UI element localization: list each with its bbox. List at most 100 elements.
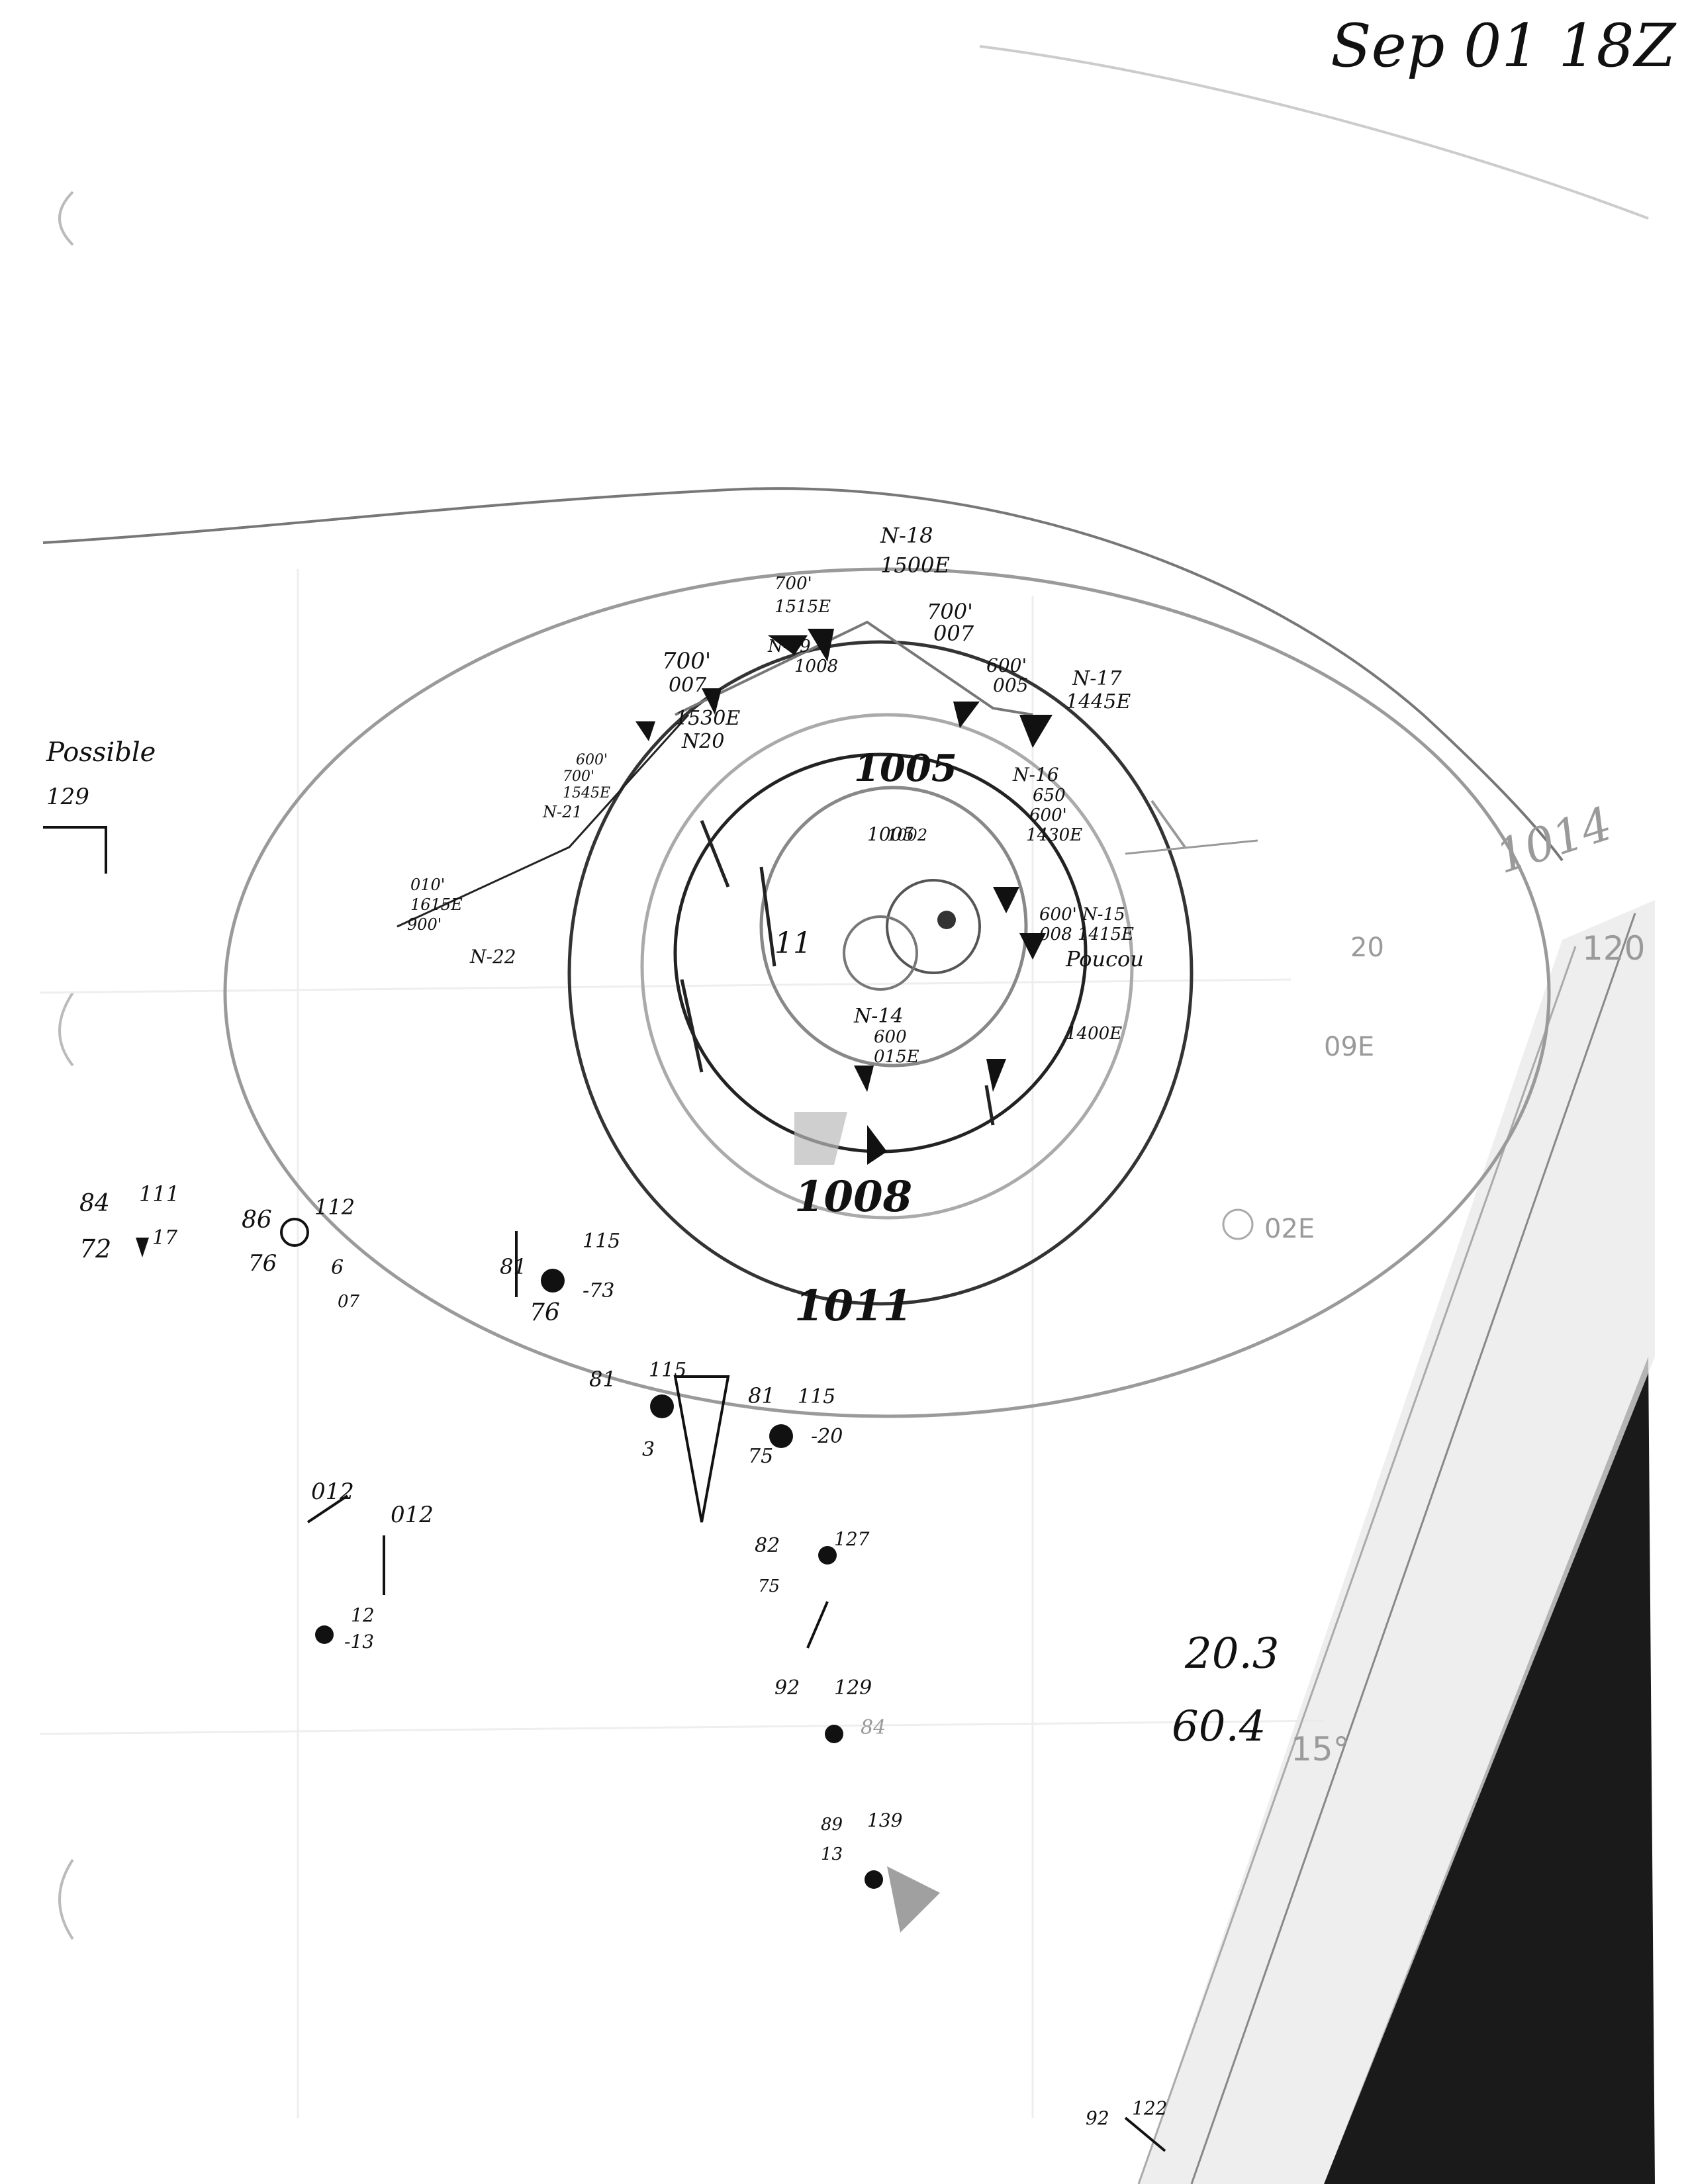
obs-c-line2: 005 bbox=[993, 674, 1028, 696]
obs-h-line4: 1430E bbox=[1026, 825, 1082, 845]
station-8-temp: 92 bbox=[774, 1676, 800, 1700]
station-2-wind: 6 bbox=[331, 1256, 344, 1279]
station-circle bbox=[769, 1424, 793, 1448]
position-lat: 20.3 bbox=[1184, 1629, 1280, 1678]
grid-line bbox=[39, 978, 1291, 994]
wind-flag bbox=[768, 635, 808, 655]
station-barb bbox=[1124, 2116, 1166, 2152]
rain-shading bbox=[794, 1112, 847, 1165]
station-wind-flag bbox=[136, 1238, 149, 1257]
obs-l-line1: Possible bbox=[46, 737, 156, 768]
obs-a-line3: N-19 bbox=[767, 637, 811, 657]
station-4-temp: 81 bbox=[589, 1367, 616, 1392]
grid-label-20: 20 bbox=[1350, 933, 1384, 963]
inner-label: 1002 bbox=[887, 826, 927, 844]
station-1-temp: 84 bbox=[79, 1190, 110, 1217]
wind-barb bbox=[700, 820, 730, 887]
wind-flag bbox=[867, 1125, 887, 1165]
hole-punch bbox=[58, 1858, 74, 1940]
station-circle bbox=[650, 1394, 674, 1418]
station-3-pressure: 115 bbox=[583, 1230, 620, 1253]
obs-top-line1: N-18 bbox=[880, 523, 933, 548]
station-wind-flag bbox=[673, 1375, 730, 1523]
obs-h-line3: 600' bbox=[1029, 805, 1067, 825]
shaded-triangle bbox=[887, 1866, 940, 1933]
wind-flag bbox=[993, 887, 1019, 913]
chart-edge-line bbox=[1190, 913, 1636, 2184]
isobar-1011-inner bbox=[640, 713, 1134, 1220]
wind-flag bbox=[635, 721, 655, 741]
wind-barb bbox=[680, 979, 704, 1073]
obs-i-line1: 600' N-15 bbox=[1039, 905, 1125, 925]
station-5-pressure: 115 bbox=[798, 1385, 835, 1408]
wind-barb bbox=[1125, 839, 1258, 855]
station-1-dew: 72 bbox=[79, 1234, 111, 1263]
obs-g-line1: 010' bbox=[410, 876, 445, 894]
wind-flag bbox=[808, 629, 834, 662]
station-6-pressure: 012 bbox=[391, 1502, 434, 1528]
wind-flag bbox=[1019, 715, 1053, 748]
obs-k-line1: 1400E bbox=[1066, 1024, 1122, 1044]
chart-boundary-line bbox=[979, 45, 1649, 220]
station-8-dew: 84 bbox=[861, 1716, 886, 1739]
wind-flag bbox=[854, 1066, 874, 1092]
station-6-dew: -13 bbox=[344, 1631, 374, 1653]
grid-label-15: 15° bbox=[1291, 1730, 1350, 1768]
storm-eye bbox=[886, 879, 981, 974]
station-8-pressure: 129 bbox=[834, 1676, 872, 1700]
obs-j-line1: N-14 bbox=[853, 1005, 904, 1028]
isobar-1005 bbox=[759, 786, 1028, 1068]
station-barb bbox=[806, 1601, 829, 1649]
station-7-dew: 75 bbox=[758, 1576, 780, 1596]
station-2-pressure: 112 bbox=[314, 1195, 355, 1220]
isobar-1014 bbox=[223, 567, 1551, 1418]
obs-h-line2: 650 bbox=[1033, 786, 1066, 805]
station-5-temp: 81 bbox=[748, 1383, 775, 1408]
faint-station bbox=[1222, 1208, 1254, 1240]
wind-barb bbox=[1150, 799, 1186, 848]
station-6-wind: 12 bbox=[351, 1604, 375, 1626]
obs-i-line3: Poucou bbox=[1065, 946, 1144, 972]
storm-track bbox=[397, 713, 690, 928]
obs-g-line2: 1615E bbox=[410, 895, 463, 914]
station-5-dew: 75 bbox=[748, 1445, 773, 1468]
station-9-temp: 89 bbox=[821, 1815, 843, 1835]
wind-flag bbox=[1019, 933, 1046, 960]
isobar-label-1011: 1011 bbox=[794, 1281, 912, 1331]
station-6-temp: 012 bbox=[311, 1479, 354, 1505]
hole-punch bbox=[58, 191, 74, 246]
obs-a-line4: 1008 bbox=[794, 657, 838, 676]
station-circle bbox=[280, 1218, 309, 1247]
obs-j-line2: 600 bbox=[874, 1027, 907, 1047]
station-circle bbox=[825, 1725, 843, 1743]
obs-j-line3: 015E bbox=[874, 1047, 919, 1067]
storm-eye-inner bbox=[843, 915, 918, 991]
station-7-temp: 82 bbox=[755, 1534, 780, 1557]
obs-i-line2: 008 1415E bbox=[1039, 925, 1134, 944]
station-1-pressure: 111 bbox=[139, 1181, 179, 1206]
wind-barb bbox=[759, 866, 776, 967]
chart-edge-line bbox=[1137, 946, 1577, 2184]
isobar-1011 bbox=[567, 640, 1194, 1306]
obs-e-line1: 700' bbox=[662, 648, 711, 674]
obs-l-bracket bbox=[43, 826, 107, 874]
station-1-wind: 17 bbox=[152, 1226, 178, 1250]
wind-flag bbox=[986, 1059, 1006, 1092]
obs-a-line1: 700' bbox=[774, 574, 812, 594]
obs-g-line3: 900' bbox=[407, 915, 442, 934]
eye-center-dot bbox=[937, 911, 956, 929]
hole-punch bbox=[58, 991, 74, 1067]
obs-f-line1: 600' bbox=[576, 752, 608, 768]
faint-label-02e: 02E bbox=[1264, 1214, 1315, 1244]
station-circle bbox=[315, 1625, 334, 1644]
position-lon: 60.4 bbox=[1172, 1702, 1266, 1751]
station-3-temp: 81 bbox=[500, 1254, 527, 1279]
station-3-dew: 76 bbox=[530, 1299, 560, 1326]
wind-barb bbox=[984, 1085, 995, 1126]
center-label-1005: 1005 bbox=[867, 823, 914, 845]
center-label-11: 11 bbox=[774, 927, 812, 960]
isobar-label-1008: 1008 bbox=[794, 1172, 912, 1222]
station-3-wind: -73 bbox=[583, 1279, 614, 1302]
isobar-label-1014: 1014 bbox=[1489, 796, 1618, 884]
obs-f-line3: 1545E bbox=[563, 785, 610, 801]
